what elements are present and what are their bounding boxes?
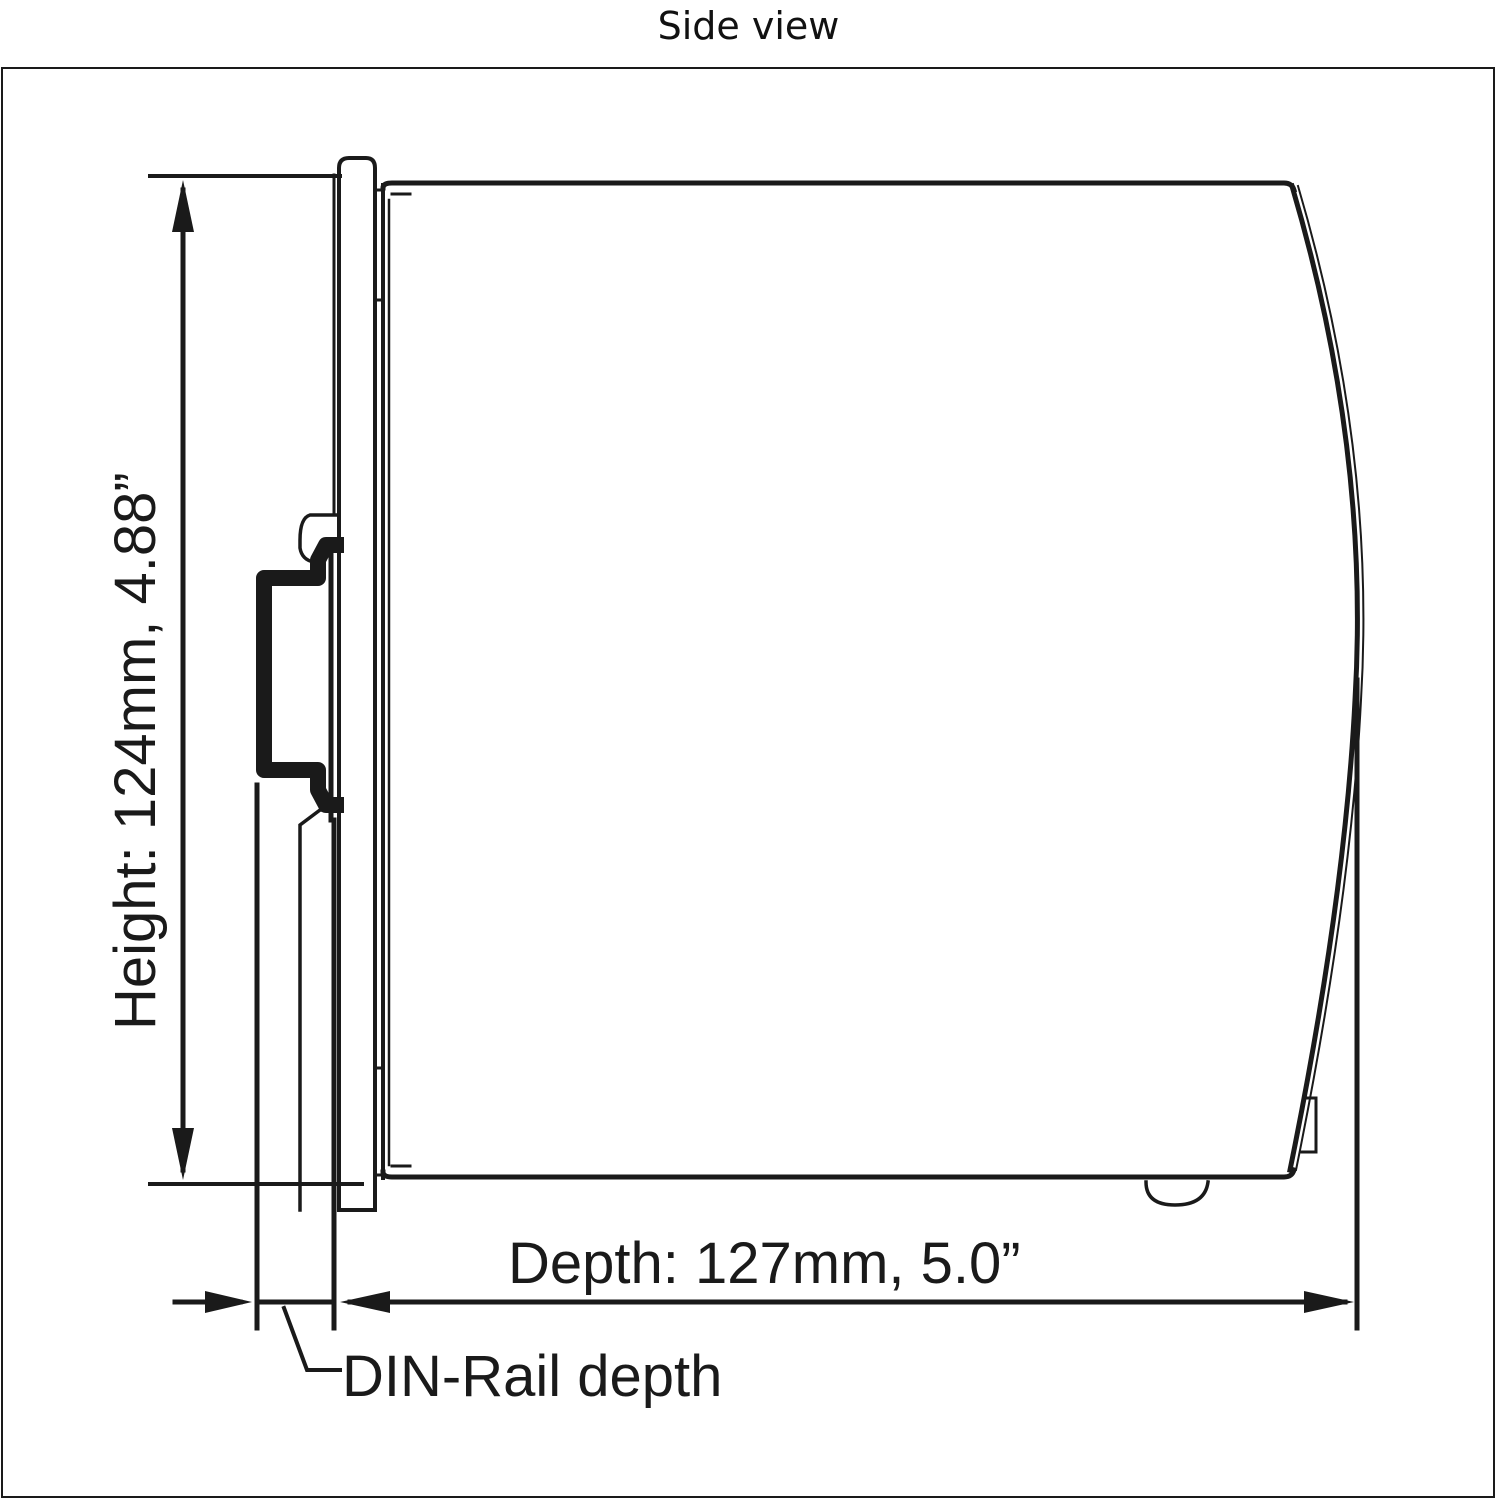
din-rail-label: DIN-Rail depth (342, 1344, 722, 1409)
housing-bottom (380, 1166, 1298, 1180)
din-leader-line (281, 1305, 342, 1372)
diagram-title: Side view (657, 4, 840, 48)
housing-top (380, 180, 1298, 194)
housing-foot (1144, 1180, 1210, 1207)
arrow-right-icon (1304, 1291, 1354, 1313)
diagram-frame (1, 67, 1495, 1498)
arrow-down-icon (172, 1128, 194, 1180)
arrow-left-icon (340, 1291, 390, 1313)
height-label: Height: 124mm, 4.88” (103, 472, 168, 1030)
arrow-right-icon (205, 1291, 252, 1313)
din-rail (256, 537, 344, 813)
arrow-up-icon (172, 180, 194, 232)
depth-label: Depth: 127mm, 5.0” (508, 1231, 1021, 1296)
mounting-plate (337, 156, 377, 1212)
